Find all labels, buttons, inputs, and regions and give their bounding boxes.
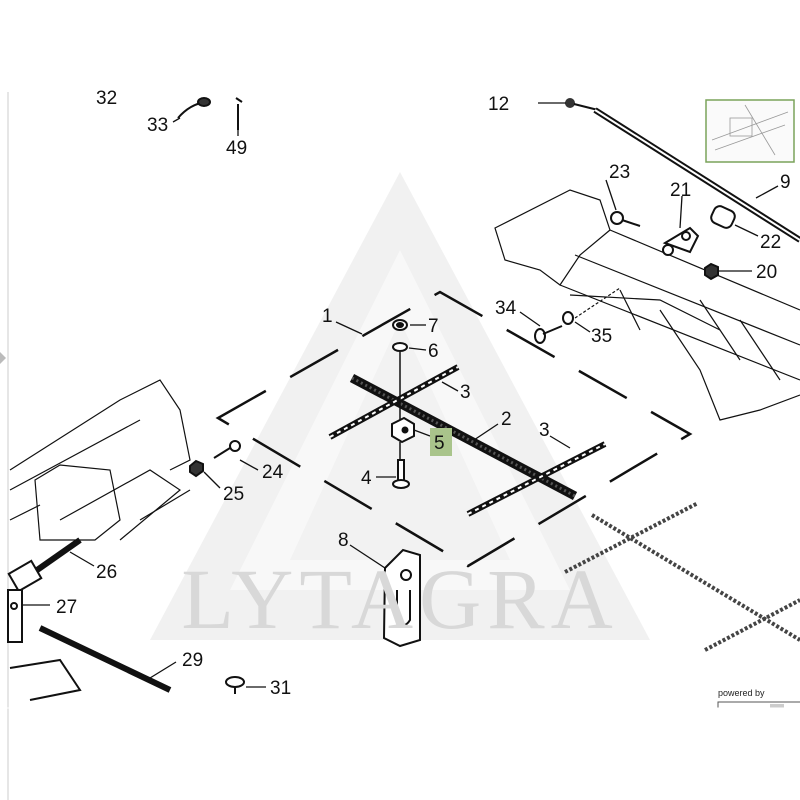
callout-21[interactable]: 21 xyxy=(670,180,691,201)
part-3-strip-right xyxy=(466,441,607,517)
part-21-bracket xyxy=(662,226,700,256)
partial-callout: 32 xyxy=(96,88,117,109)
callout-27[interactable]: 27 xyxy=(56,597,77,618)
callout-34[interactable]: 34 xyxy=(495,298,517,319)
callout-49[interactable]: 49 xyxy=(226,138,247,159)
watermark-text: LYTAGRA xyxy=(181,551,618,647)
part-25-nut xyxy=(189,459,204,478)
part-5-block xyxy=(391,416,415,444)
part-29-rod xyxy=(9,625,172,701)
callout-33[interactable]: 33 xyxy=(147,115,168,136)
callout-2[interactable]: 2 xyxy=(501,409,512,430)
part-49-pin xyxy=(235,97,243,130)
part-3-strip-left xyxy=(328,364,460,440)
part-7-nut xyxy=(392,319,408,331)
callout-31[interactable]: 31 xyxy=(270,678,291,699)
callout-25[interactable]: 25 xyxy=(223,484,244,505)
callout-26[interactable]: 26 xyxy=(96,562,117,583)
callout-7[interactable]: 7 xyxy=(428,316,439,337)
part-1-panel-outline xyxy=(215,290,693,568)
part-31-knob xyxy=(225,676,245,694)
callout-22[interactable]: 22 xyxy=(760,232,781,253)
part-4-bolt xyxy=(392,459,410,489)
scroll-left-icon[interactable] xyxy=(0,352,6,364)
part-22-bushing xyxy=(710,205,736,229)
callout-3-right[interactable]: 3 xyxy=(539,420,550,441)
part-6-washer xyxy=(392,342,408,352)
callout-29[interactable]: 29 xyxy=(182,650,203,671)
leader-lines xyxy=(22,102,779,688)
powered-by-label: powered by xyxy=(718,688,765,698)
frame-structure-right xyxy=(494,189,800,421)
callout-20[interactable]: 20 xyxy=(756,262,777,283)
callout-6[interactable]: 6 xyxy=(428,341,439,362)
callout-8[interactable]: 8 xyxy=(338,530,349,551)
callout-3-left[interactable]: 3 xyxy=(460,382,471,403)
powered-by-badge[interactable]: powered by xyxy=(717,688,800,708)
callout-23[interactable]: 23 xyxy=(609,162,630,183)
part-12-rod xyxy=(565,98,800,243)
part-24-bolt xyxy=(213,440,241,459)
callout-labels[interactable]: 33 49 12 1 7 6 3 2 3 5 4 8 23 21 9 22 20… xyxy=(56,94,791,699)
part-20-nut xyxy=(704,262,719,281)
part-23-screw xyxy=(610,211,641,227)
callout-24[interactable]: 24 xyxy=(262,462,284,483)
part-34-bolt xyxy=(534,325,563,344)
callout-4[interactable]: 4 xyxy=(361,468,372,489)
part-27-bracket xyxy=(7,589,23,643)
thumbnail-preview[interactable] xyxy=(705,99,795,163)
callout-12[interactable]: 12 xyxy=(488,94,509,115)
callout-1[interactable]: 1 xyxy=(322,306,333,327)
highlight-part-5 xyxy=(430,428,452,456)
callout-35[interactable]: 35 xyxy=(591,326,612,347)
part-8-plate xyxy=(382,548,421,648)
part-35-washer xyxy=(562,311,574,325)
mesh-strips-right xyxy=(564,501,800,652)
frame-structure-left xyxy=(9,379,191,541)
part-33-bolt xyxy=(177,97,211,119)
callout-9[interactable]: 9 xyxy=(780,172,791,193)
callout-5[interactable]: 5 xyxy=(434,433,445,454)
part-26-shaft xyxy=(7,537,82,593)
